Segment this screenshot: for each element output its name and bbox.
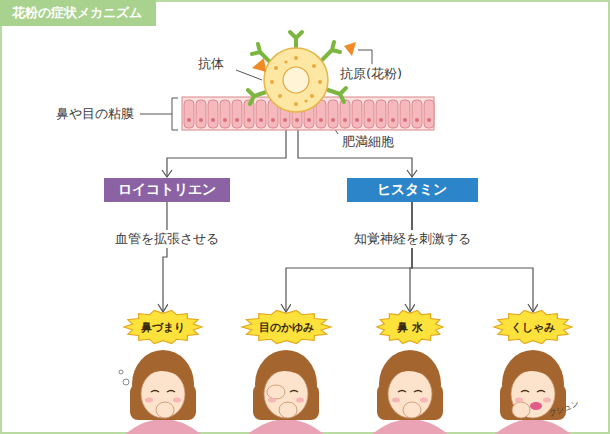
symptom-burst: 鼻 水 (377, 310, 443, 344)
connector (286, 202, 412, 312)
part-label: 肥満細胞 (342, 134, 394, 150)
burst-outline (124, 310, 202, 343)
cell-nucleus (211, 118, 215, 122)
mucosa-cell (196, 100, 206, 128)
cell-nucleus (199, 118, 203, 122)
mast-cell (248, 32, 356, 112)
burst-outline (242, 310, 331, 343)
symptom-name: 鼻 水 (397, 320, 423, 335)
effect-label: 血管を拡張させる (112, 230, 222, 248)
symptom-name: くしゃみ (511, 320, 555, 335)
title-tab: 花粉の症状メカニズム (0, 0, 156, 26)
burst-outline (494, 310, 572, 343)
part-label: 抗原(花粉) (340, 66, 402, 82)
cell-nucleus (307, 118, 311, 122)
mucosa-cell (412, 100, 422, 128)
cell-nucleus (223, 118, 227, 122)
mucosa-cell (424, 100, 434, 128)
connector (412, 202, 533, 312)
faces (119, 350, 571, 434)
cell-nucleus (355, 118, 359, 122)
mucosa-cell (376, 100, 386, 128)
cell-nucleus (271, 118, 275, 122)
cell-nucleus (343, 118, 347, 122)
symptom-name: 目のかゆみ (259, 320, 314, 335)
mediator-box: ロイコトリエン (104, 178, 230, 202)
mucosa-cell (388, 100, 398, 128)
cell-nucleus (427, 118, 431, 122)
mucosa-cell (364, 100, 374, 128)
cell-nucleus (259, 118, 263, 122)
connector (163, 202, 167, 312)
mucosa-cell (184, 100, 194, 128)
symptom-name: 鼻づまり (141, 320, 185, 335)
cell-nucleus (331, 118, 335, 122)
cell-nucleus (319, 118, 323, 122)
cell-nucleus (187, 118, 191, 122)
mediator-name: ロイコトリエン (118, 181, 216, 199)
cell-nucleus (379, 118, 383, 122)
symptom-burst: くしゃみ (494, 310, 572, 344)
cell-nucleus (391, 118, 395, 122)
symptom-burst: 目のかゆみ (242, 310, 331, 344)
symptom-burst: 鼻づまり (124, 310, 202, 344)
part-label: 鼻や目の粘膜 (56, 106, 134, 122)
mucosa-cell (256, 100, 266, 128)
face (372, 350, 448, 434)
cell-nucleus (295, 118, 299, 122)
mucosa-cell (208, 100, 218, 128)
part-label: 抗体 (198, 56, 224, 72)
leaders (140, 50, 372, 134)
effect-label: 知覚神経を刺激する (351, 230, 474, 248)
mucosa-cell (220, 100, 230, 128)
mediator-box: ヒスタミン (347, 178, 478, 202)
mucosa-cell (400, 100, 410, 128)
cell-nucleus (403, 118, 407, 122)
face (119, 350, 201, 434)
burst-outline (377, 310, 443, 343)
cell-nucleus (235, 118, 239, 122)
cell-nucleus (415, 118, 419, 122)
face (248, 350, 324, 434)
mucosa-cell (232, 100, 242, 128)
cell-nucleus (367, 118, 371, 122)
mucosa-cell (340, 100, 350, 128)
mucosa-cell (352, 100, 362, 128)
face (495, 350, 571, 434)
cell-nucleus (283, 118, 287, 122)
mediator-name: ヒスタミン (377, 181, 447, 199)
cell-nucleus (247, 118, 251, 122)
mucosa-cell (328, 100, 338, 128)
